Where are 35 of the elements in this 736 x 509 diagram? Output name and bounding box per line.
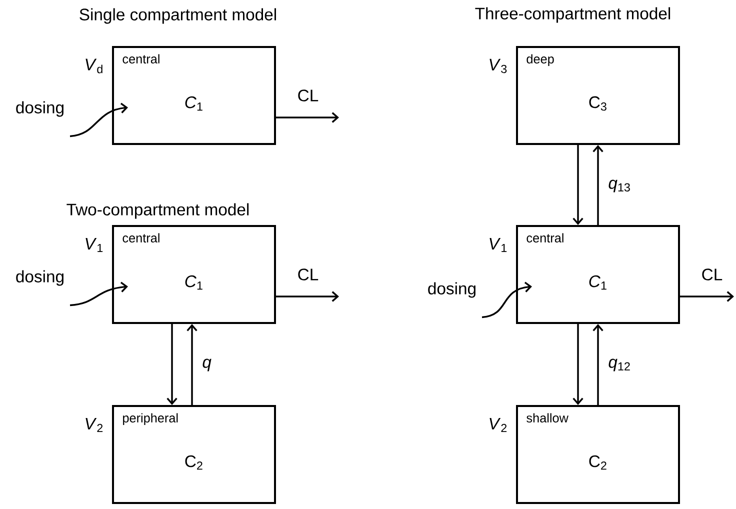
transfer-arrow — [166, 324, 178, 405]
transfer-arrow — [572, 145, 584, 225]
panel-heading: Three-compartment model — [475, 7, 670, 23]
compartment-box: shallow C$_{2}$ — [516, 405, 680, 504]
clearance-arrow — [680, 291, 734, 302]
transfer-arrow — [592, 145, 604, 225]
dosing-label: dosing — [16, 101, 64, 117]
volume-label: V$_{1}$ — [490, 238, 507, 252]
volume-label: V$_{1}$ — [86, 238, 103, 252]
edge-label: CL — [298, 268, 318, 280]
edge-label: CL — [298, 90, 318, 102]
dosing-arrow — [70, 282, 128, 306]
volume-label: V$_{2}$ — [490, 418, 507, 432]
edge-label: q$_{12}$ — [608, 358, 630, 372]
clearance-arrow — [276, 291, 339, 302]
panel-heading: Single compartment model — [80, 8, 276, 24]
dosing-arrow — [482, 282, 532, 318]
compartment-box: peripheral C$_{2}$ — [112, 405, 276, 504]
compartment-box: central C$_{1}$ — [112, 225, 276, 324]
edge-label: q — [202, 358, 212, 372]
volume-label: V$_{2}$ — [86, 418, 103, 432]
transfer-arrow — [592, 324, 604, 405]
compartment-box: deep C$_{3}$ — [516, 46, 680, 145]
dosing-label: dosing — [428, 282, 476, 298]
edge-label: CL — [702, 268, 722, 280]
compartment-box: central C$_{1}$ — [112, 46, 276, 145]
volume-label: V$_{3}$ — [490, 58, 507, 74]
dosing-arrow — [70, 102, 128, 138]
compartment-box: central C$_{1}$ — [516, 225, 680, 324]
transfer-arrow — [572, 324, 584, 405]
transfer-arrow — [186, 324, 198, 405]
clearance-arrow — [276, 112, 339, 123]
edge-label: q$_{13}$ — [608, 180, 630, 192]
dosing-label: dosing — [16, 270, 64, 286]
volume-label: V$_{d}$ — [86, 58, 102, 74]
